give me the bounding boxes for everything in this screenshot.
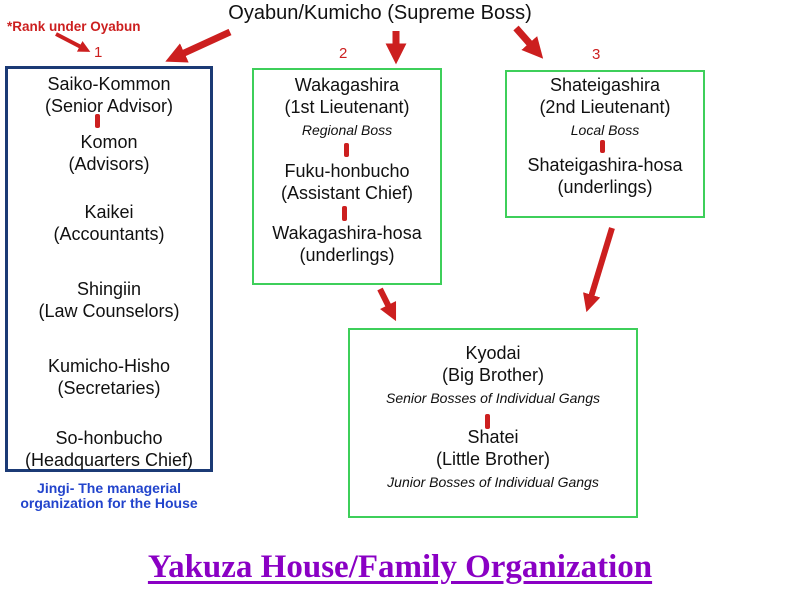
rank-role: (Accountants) [53,224,165,244]
rank-name: Komon [80,132,138,152]
rank-role: (Assistant Chief) [280,183,414,203]
wakagashira-box: Wakagashira (1st Lieutenant) Regional Bo… [252,68,442,285]
rank-role: (Secretaries) [57,378,161,398]
kyodai-shatei-box: Kyodai (Big Brother) Senior Bosses of In… [348,328,638,518]
rank-name: Saiko-Kommon [47,74,171,94]
rank-name: Shateigashira-hosa [527,155,683,175]
hierarchy-tick [344,143,349,157]
branch-number-1: 1 [94,44,103,61]
rank-name: Wakagashira-hosa [272,223,422,243]
rank-name: Shatei [467,427,519,447]
advisors-entry: Kumicho-Hisho (Secretaries) [8,355,210,399]
hierarchy-tick [485,414,490,429]
rank-footnote: *Rank under Oyabun [7,19,141,34]
rank-name: So-honbucho [55,428,163,448]
branch-number-3: 3 [592,46,601,63]
advisors-entry: Shingiin (Law Counselors) [8,278,210,322]
rank-role: (Advisors) [68,154,150,174]
advisors-entry: Komon (Advisors) [8,131,210,175]
rank-name: Kumicho-Hisho [47,356,171,376]
arrow-supreme-to-advisors [165,28,232,63]
jingi-caption-line1: Jingi- The managerial [37,480,181,496]
advisors-box: Saiko-Kommon (Senior Advisor) Komon (Adv… [5,66,213,472]
arrow-wakagashira-to-kyodai [377,287,397,322]
rank-role: (2nd Lieutenant) [539,97,671,117]
rank-name: Wakagashira [294,75,400,95]
supreme-boss-label: Oyabun/Kumicho (Supreme Boss) [228,2,532,24]
rank-name: Kyodai [465,343,521,363]
jingi-caption: Jingi- The managerial organization for t… [0,481,218,511]
page-title: Yakuza House/Family Organization [0,546,800,588]
rank-role: (underlings) [299,245,395,265]
rank-role: (1st Lieutenant) [284,97,410,117]
rank-role: (Law Counselors) [38,301,180,321]
hierarchy-tick [342,206,347,221]
rank-name: Fuku-honbucho [284,161,410,181]
spacer [507,142,703,154]
advisors-entry: So-honbucho (Headquarters Chief) [8,427,210,471]
rank-role: (underlings) [557,177,653,197]
arrow-supreme-to-shateigashira [513,25,544,59]
page-title-text: Yakuza House/Family Organization [147,549,653,585]
rank-note: Regional Boss [301,122,393,138]
rank-name: Shateigashira [549,75,661,95]
branch-number-2: 2 [339,45,348,62]
rank-role: (Little Brother) [435,449,551,469]
arrow-shateigashira-to-kyodai [583,227,615,313]
rank-note: Junior Bosses of Individual Gangs [387,474,599,490]
spacer [254,204,440,222]
advisors-entry: Kaikei (Accountants) [8,201,210,245]
rank-note: Local Boss [570,122,640,138]
rank-name: Shingiin [76,279,142,299]
rank-name: Kaikei [84,202,134,222]
spacer [350,410,636,426]
jingi-caption-line2: organization for the House [20,495,198,511]
hierarchy-tick [600,140,605,153]
hierarchy-tick [95,114,100,128]
arrow-footnote-to-number1 [55,32,91,52]
rank-note: Senior Bosses of Individual Gangs [385,390,600,406]
rank-role: (Headquarters Chief) [24,450,194,470]
advisors-entry: Saiko-Kommon (Senior Advisor) [8,73,210,117]
rank-role: (Senior Advisor) [44,96,174,116]
rank-role: (Big Brother) [441,365,545,385]
shateigashira-box: Shateigashira (2nd Lieutenant) Local Bos… [505,70,705,218]
